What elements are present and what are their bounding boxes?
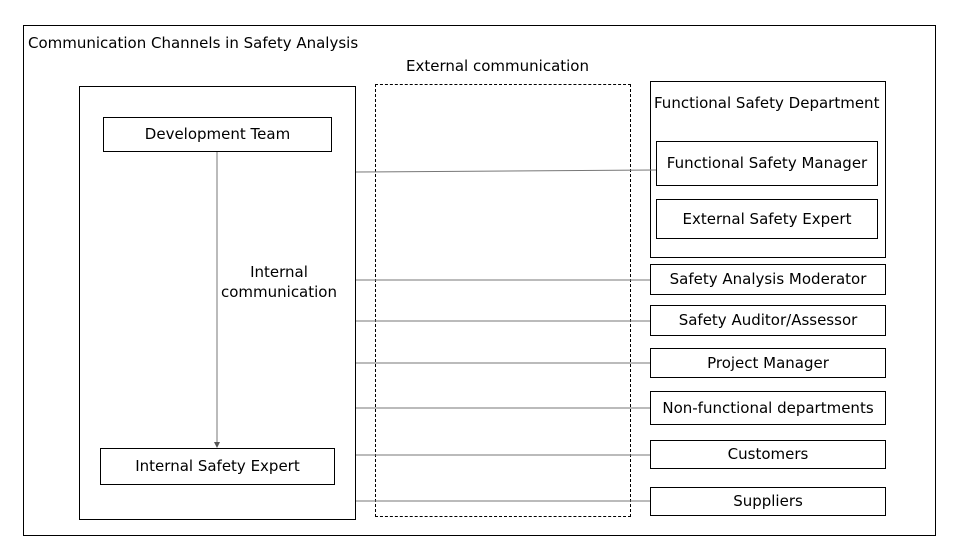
- external-communication-area: [375, 84, 631, 517]
- customers-node: Customers: [650, 440, 886, 469]
- functional-safety-manager-node: Functional Safety Manager: [656, 141, 878, 186]
- connector-functional-safety-department: [355, 169, 657, 173]
- safety-analysis-moderator-node: Safety Analysis Moderator: [650, 264, 886, 295]
- safety-auditor-assessor-node: Safety Auditor/Assessor: [650, 305, 886, 336]
- project-manager-node: Project Manager: [650, 348, 886, 378]
- external-communication-label: External communication: [405, 57, 589, 75]
- external-safety-expert-node: External Safety Expert: [656, 199, 878, 239]
- suppliers-node: Suppliers: [650, 487, 886, 516]
- non-functional-departments-node: Non-functional departments: [650, 391, 886, 425]
- internal-safety-expert-node: Internal Safety Expert: [100, 448, 335, 485]
- functional-safety-department-title: Functional Safety Department: [654, 94, 880, 112]
- diagram-title: Communication Channels in Safety Analysi…: [28, 34, 359, 52]
- internal-communication-label: Internal communication: [220, 263, 337, 301]
- development-team-node: Development Team: [103, 117, 332, 152]
